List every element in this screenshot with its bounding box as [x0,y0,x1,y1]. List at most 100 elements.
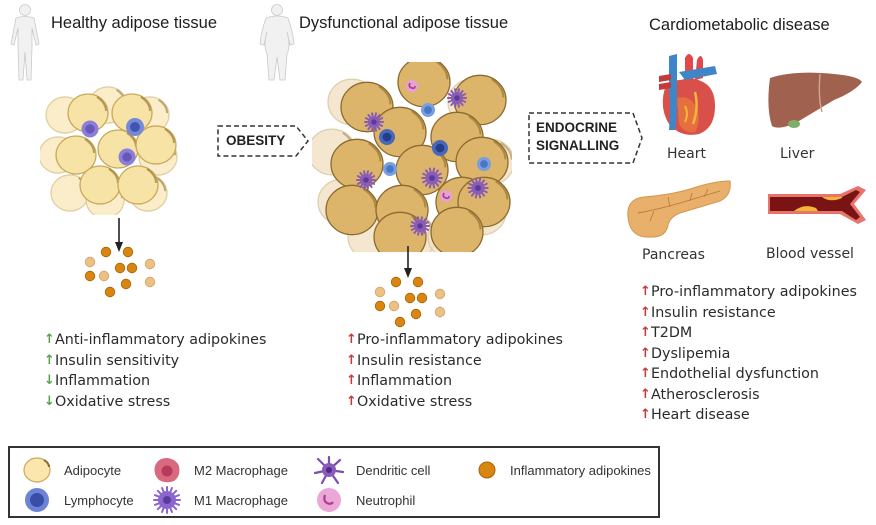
legend-item-neutrophil: Neutrophil [314,486,415,514]
effect-item: ↑T2DM [640,323,857,344]
pancreas-icon [627,180,731,238]
adipocyte-cell [430,206,484,252]
adipocyte-cell [55,135,97,175]
lymphocyte-cell [477,157,491,171]
lymphocyte-cell [81,120,99,138]
up-arrow-icon: ↑ [640,386,651,402]
dendritic-cell-icon [314,456,344,484]
neutrophil-cell [406,80,418,92]
adipocyte-cell [135,125,177,165]
adipokine-dot [120,278,132,290]
legend-item-m1-macrophage: M1 Macrophage [152,486,288,514]
healthy-adipokines-cluster [84,246,156,298]
legend-item-adipocyte: Adipocyte [22,456,121,484]
heart-icon [659,54,717,135]
adipokine-dot [114,262,126,274]
up-arrow-icon: ↑ [640,284,651,299]
healthy-effects-list: ↑Anti-inflammatory adipokines ↑Insulin s… [44,330,266,412]
obesity-tag-border [217,125,309,157]
adipokine-dot [84,256,96,268]
blood-vessel-icon [768,186,866,224]
effect-text: Pro-inflammatory adipokines [651,284,857,300]
legend-item-dendritic-cell: Dendritic cell [314,456,430,484]
liver-icon [768,72,862,128]
effect-text: Dyslipemia [651,345,731,362]
effect-item: ↓Oxidative stress [44,392,266,413]
adipokine-dot [390,276,402,288]
organ-label-pancreas: Pancreas [642,247,705,263]
m1-macrophage-icon [153,486,181,514]
legend-item-m2-macrophage: M2 Macrophage [152,456,288,484]
obesity-label: OBESITY [226,133,286,148]
effect-item: ↑Anti-inflammatory adipokines [44,330,266,351]
lymphocyte-cell [118,148,136,166]
adipocyte-icon [23,457,51,483]
effect-item: ↑Pro-inflammatory adipokines [640,282,857,303]
adipokine-dot [98,270,110,282]
effect-item: ↑Insulin resistance [346,351,563,372]
m2-macrophage-icon [154,458,180,483]
adipokine-dot [388,300,400,312]
effect-item: ↑Atherosclerosis [640,385,857,406]
legend-label: Neutrophil [356,492,416,508]
effect-text: Insulin resistance [357,352,482,369]
organ-label-blood-vessel: Blood vessel [766,246,854,262]
macrophage-cell [356,170,376,190]
adipokine-dot [416,292,428,304]
adipokine-dot [126,262,138,274]
dysfunctional-tissue-title: Dysfunctional adipose tissue [299,14,509,32]
adipocyte-cell [67,93,109,133]
up-arrow-icon: ↑ [640,304,651,320]
legend-label: Lymphocyte [64,492,134,508]
effect-text: Oxidative stress [55,393,171,410]
adipocyte-cell [79,165,121,205]
adipokine-dot [404,292,416,304]
legend-label: M1 Macrophage [194,492,288,508]
dysfunctional-adipokines-cluster [374,276,446,328]
up-arrow-icon: ↑ [44,352,55,368]
up-arrow-icon: ↑ [44,332,55,347]
adipokine-dot [374,300,386,312]
cardiometabolic-effects-list: ↑Pro-inflammatory adipokines ↑Insulin re… [640,282,857,426]
up-arrow-icon: ↑ [640,366,651,381]
legend-label: Dendritic cell [356,462,431,478]
adipokine-dot [434,288,446,300]
macrophage-cell [410,216,430,236]
up-arrow-icon: ↑ [346,332,357,347]
effect-item: ↑Heart disease [640,405,857,426]
dysfunctional-adipose-tissue-illustration [312,62,512,252]
lymphocyte-cell [379,129,395,145]
effect-text: Oxidative stress [357,393,473,410]
effect-text: Endothelial dysfunction [651,366,819,382]
down-arrow-icon: ↓ [44,393,55,409]
adipokine-dot [394,316,406,328]
lymphocyte-cell [383,162,397,176]
lymphocyte-cell [432,140,448,156]
macrophage-cell [421,167,443,189]
effect-text: Inflammation [55,373,151,389]
healthy-secretion-arrow [115,218,123,252]
cardiometabolic-disease-title: Cardiometabolic disease [649,16,830,34]
legend-item-inflammatory-adipokines: Inflammatory adipokines [476,456,651,484]
up-arrow-icon: ↑ [346,393,357,409]
adipokine-dot [434,306,446,318]
endocrine-signalling-label: ENDOCRINE SIGNALLING [536,119,619,155]
up-arrow-icon: ↑ [640,345,651,361]
obese-person-icon [259,4,295,81]
organ-label-liver: Liver [780,146,815,162]
legend-label: M2 Macrophage [194,462,288,478]
dysfunctional-effects-list: ↑Pro-inflammatory adipokines ↑Insulin re… [346,330,563,412]
adipokine-dot [104,286,116,298]
adipokine-dot [144,276,156,288]
legend-item-lymphocyte: Lymphocyte [22,486,134,514]
up-arrow-icon: ↑ [346,373,357,388]
adipokine-dot [412,276,424,288]
macrophage-cell [467,177,489,199]
effect-item: ↓Inflammation [44,371,266,392]
healthy-tissue-title: Healthy adipose tissue [51,14,218,32]
adipocyte-cell [117,165,159,205]
adipokine-dot [374,286,386,298]
adipocyte-cell [397,62,451,108]
legend-label: Adipocyte [64,462,122,478]
lymphocyte-icon [25,488,49,512]
